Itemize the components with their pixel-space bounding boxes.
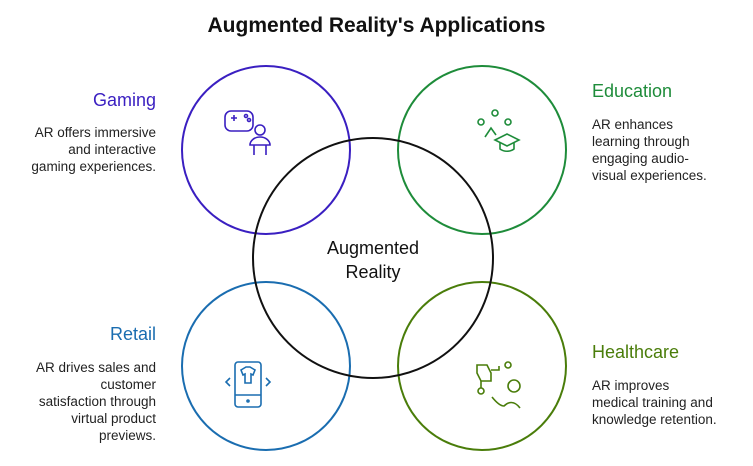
phone-shirt-icon	[224, 361, 272, 408]
description-line: customer	[100, 377, 156, 392]
gaming-circle	[181, 65, 351, 235]
description-line: knowledge retention.	[592, 412, 717, 427]
gamepad-person-icon	[224, 110, 271, 155]
description-line: AR drives sales and	[35, 360, 156, 375]
description-line: satisfaction through	[38, 394, 156, 409]
description-line: visual experiences.	[592, 168, 707, 183]
retail-title: Retail	[109, 324, 156, 344]
description-line: learning through	[592, 134, 690, 149]
medical-person-icon	[476, 361, 521, 409]
healthcare-description: AR improves medical training and knowledge…	[592, 377, 717, 428]
graduation-cap-icon	[477, 109, 521, 153]
healthcare-circle	[397, 281, 567, 451]
description-line: virtual product	[71, 411, 156, 426]
description-line: previews.	[98, 428, 156, 443]
gaming-description: AR offers immersive and interactive gaming…	[31, 124, 156, 175]
description-line: engaging audio-	[592, 151, 689, 166]
retail-description: AR drives sales and customer satisfaction …	[36, 359, 156, 444]
diagram-title: Augmented Reality's Applications	[207, 14, 546, 37]
healthcare-title: Healthcare	[592, 342, 680, 362]
description-line: AR improves	[592, 378, 670, 393]
description-line: medical training and	[592, 395, 713, 410]
center-circle	[252, 137, 494, 379]
retail-circle	[181, 281, 351, 451]
description-line: AR offers immersive	[34, 125, 156, 140]
description-line: AR enhances	[592, 117, 674, 132]
center-label-line1: Augmented	[326, 238, 420, 258]
education-description: AR enhances learning through engaging audi…	[592, 116, 707, 184]
education-title: Education	[592, 81, 673, 101]
education-circle	[397, 65, 567, 235]
description-line: and interactive	[68, 142, 156, 157]
center-label-line2: Reality	[345, 262, 401, 282]
gaming-title: Gaming	[92, 90, 156, 110]
description-line: gaming experiences.	[31, 159, 156, 174]
